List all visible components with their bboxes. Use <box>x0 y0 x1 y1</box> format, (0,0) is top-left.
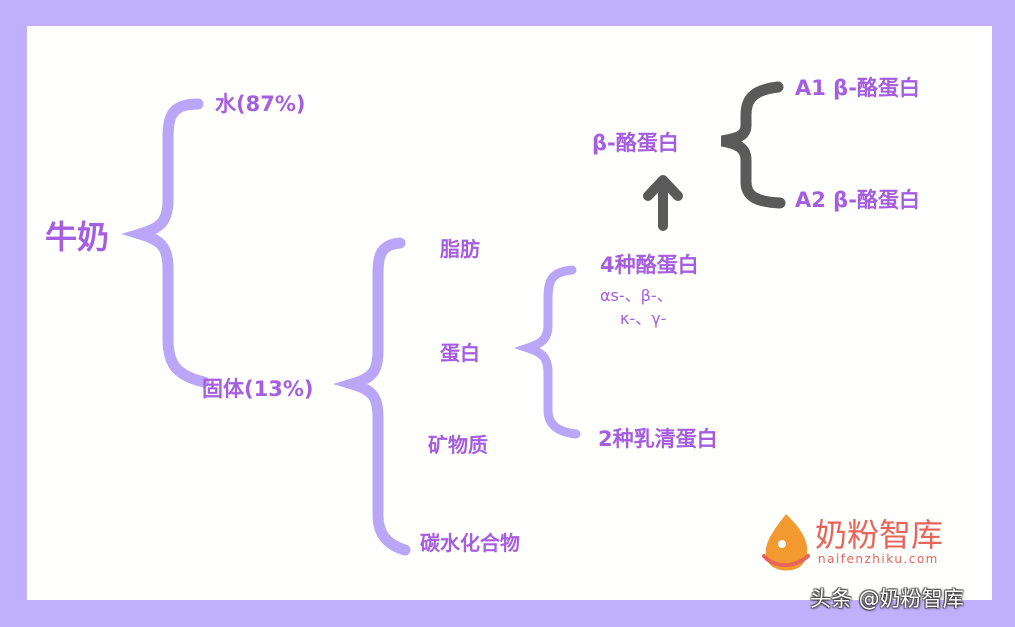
casein-label: 4种酪蛋白 <box>600 253 699 277</box>
root-label-milk: 牛奶 <box>45 218 110 256</box>
solids-label: 固体(13%) <box>202 377 314 401</box>
carbohydrates-label: 碳水化合物 <box>420 531 520 555</box>
solids-brace-icon <box>332 237 411 556</box>
minerals-label: 矿物质 <box>428 433 488 457</box>
diagram-canvas <box>27 26 992 600</box>
logo-name: 奶粉智库 <box>815 516 944 554</box>
protein-brace-icon <box>513 265 581 439</box>
casein-types-line2: κ-、γ- <box>620 309 667 328</box>
fat-label: 脂肪 <box>440 237 480 261</box>
logo-droplet-icon <box>762 514 810 571</box>
a2-beta-casein-label: A2 β-酪蛋白 <box>795 188 920 212</box>
casein-types-line1: αs-、β-、 <box>600 286 673 305</box>
protein-label: 蛋白 <box>440 341 480 365</box>
logo-url: naifenzhiku.com <box>818 552 939 566</box>
watermark: 头条 @奶粉智库 <box>810 587 964 611</box>
water-label: 水(87%) <box>215 92 306 116</box>
beta-brace-icon <box>720 81 786 209</box>
a1-beta-casein-label: A1 β-酪蛋白 <box>795 76 920 100</box>
root-brace-icon <box>120 98 210 388</box>
up-arrow-icon <box>643 175 683 231</box>
beta-casein-label: β-酪蛋白 <box>592 131 679 155</box>
whey-label: 2种乳清蛋白 <box>598 427 718 451</box>
